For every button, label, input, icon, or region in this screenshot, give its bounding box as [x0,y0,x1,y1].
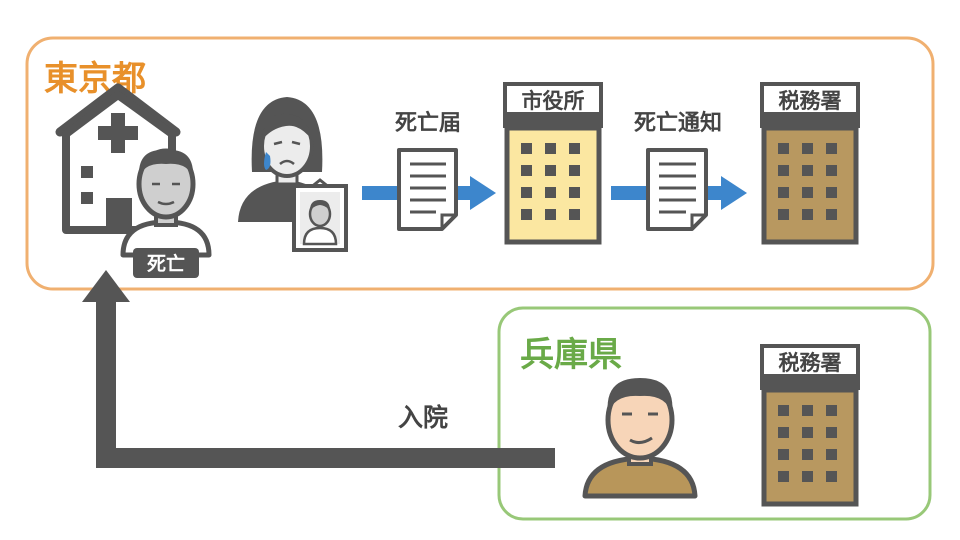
deceased-man-icon [120,148,212,258]
tax-office-building-icon [760,376,860,507]
hyogo-region-box [497,306,932,521]
hyogo-region-label: 兵庫県 [520,335,622,375]
city-office-label: 市役所 [522,89,585,113]
death-notification-label: 死亡通知 [634,110,722,136]
document-icon [397,148,458,231]
man-icon [582,378,698,499]
hospitalization-label: 入院 [398,403,448,432]
death-badge: 死亡 [133,248,199,278]
hospitalization-arrow [82,270,555,468]
death-badge-label: 死亡 [147,252,185,275]
tokyo-region-box [25,36,935,291]
hospital-icon [55,83,181,234]
tax-office-hyogo-sign: 税務署 [760,344,860,378]
city-office-sign: 市役所 [503,82,603,116]
tax-office-tokyo-label: 税務署 [779,89,842,113]
tax-office-building-icon [760,114,860,245]
tax-office-tokyo-sign: 税務署 [760,82,860,116]
document-icon [646,148,708,231]
city-office-building-icon [503,114,603,245]
death-notice-label: 死亡届 [395,110,461,136]
tax-office-hyogo-label: 税務署 [779,351,842,375]
memorial-photo-icon [292,178,348,252]
